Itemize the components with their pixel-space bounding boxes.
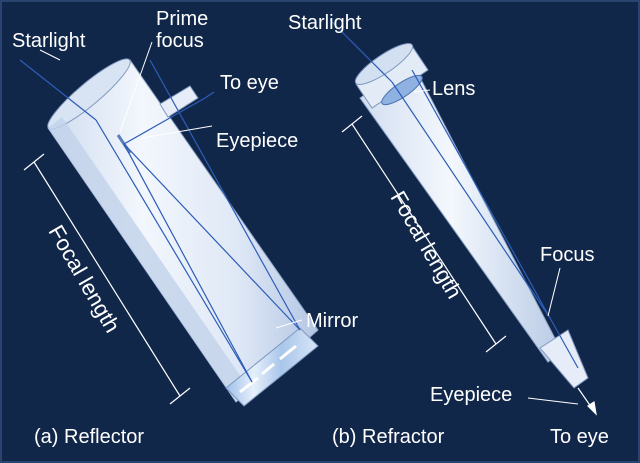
reflector-to-eye-label: To eye (220, 72, 279, 94)
refractor-eyepiece-label: Eyepiece (430, 384, 513, 406)
refractor-to-eye-arrow (577, 387, 597, 416)
refractor-lens (381, 74, 423, 106)
refractor-rays (329, 19, 579, 369)
reflector-rays (19, 59, 301, 383)
refractor-eyepiece-tube (539, 329, 589, 389)
reflector-eyepiece-label: Eyepiece (216, 130, 299, 152)
focus-label: Focus (540, 244, 595, 266)
refractor-starlight-label: Starlight (288, 12, 362, 34)
reflector-leaders (39, 41, 303, 329)
reflector-eyepiece-tube (159, 85, 199, 118)
reflector-starlight-label: Starlight (12, 30, 86, 52)
mirror-label: Mirror (306, 310, 359, 332)
refractor-focal-dimension (341, 115, 507, 353)
reflector-telescope (19, 41, 319, 407)
refractor-caption: (b) Refractor (332, 426, 445, 448)
refractor-leaders (413, 89, 579, 405)
lens-label: Lens (432, 78, 476, 100)
prime-focus-label-line2: focus (156, 30, 204, 52)
refractor-to-eye-label: To eye (550, 426, 609, 448)
prime-focus-label-line1: Prime (156, 8, 209, 30)
refractor-telescope (329, 19, 597, 416)
reflector-tube-edge (48, 117, 250, 402)
refractor-opening (354, 43, 414, 85)
reflector-caption: (a) Reflector (34, 426, 145, 448)
reflector-focal-dimension (23, 153, 191, 405)
